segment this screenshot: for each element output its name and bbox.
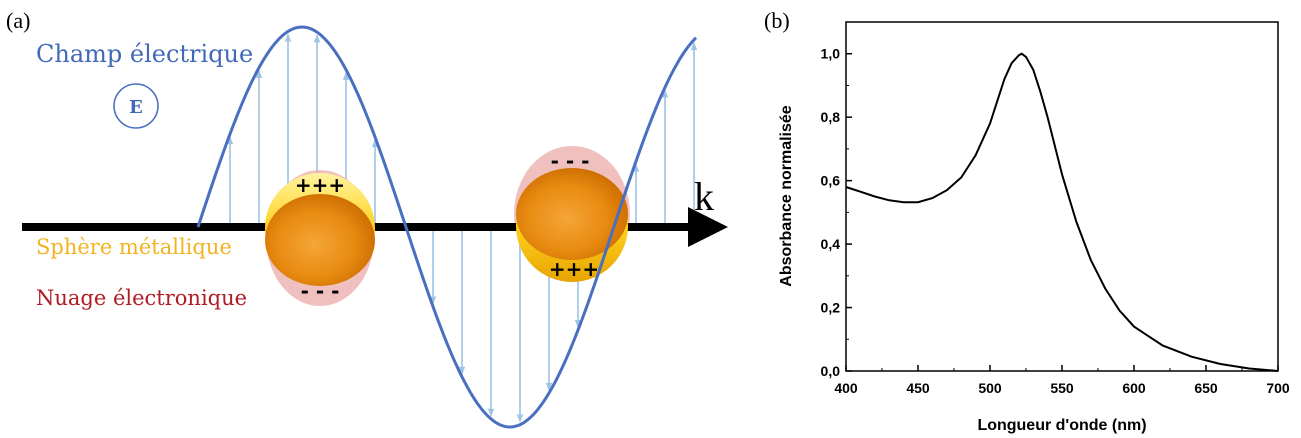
- y-tick-label: 0,4: [821, 236, 841, 252]
- x-axis-title: Longueur d'onde (nm): [977, 417, 1146, 434]
- panel-b-label: (b): [764, 8, 790, 33]
- wave-vector-label: k: [694, 174, 714, 219]
- y-tick-label: 0,2: [821, 300, 841, 316]
- y-tick-label: 0,6: [821, 173, 841, 189]
- x-tick-label: 400: [834, 380, 858, 396]
- y-tick-label: 0,0: [821, 363, 841, 379]
- charges-right-top: - - -: [551, 149, 590, 173]
- x-tick-label: 700: [1266, 380, 1290, 396]
- field-symbol-circle: [113, 83, 159, 129]
- y-axis-title: Absorbance normalisée: [778, 105, 795, 287]
- y-tick-label: 0,8: [821, 109, 841, 125]
- x-tick-label: 500: [978, 380, 1002, 396]
- panel-b: (b) 400 450 500 550 600 650 700 0,0 0,2 0,4 0,6 0,8…: [764, 8, 1290, 434]
- plot-frame: [845, 21, 1279, 372]
- panel-a: (a) +++ - - - - - - +++ Champ électrique…: [6, 8, 728, 429]
- charges-left-top: +++: [295, 173, 345, 197]
- sphere-label: Sphère métallique: [36, 235, 232, 259]
- charges-right-bottom: +++: [549, 257, 599, 281]
- metal-sphere-left: [265, 173, 375, 286]
- electric-field-wave: [196, 25, 698, 429]
- x-tick-label: 650: [1194, 380, 1218, 396]
- charges-left-bottom: - - -: [301, 279, 340, 303]
- x-tick-label: 600: [1122, 380, 1146, 396]
- absorbance-curve: [845, 52, 1279, 372]
- x-tick-label: 550: [1050, 380, 1074, 396]
- y-tick-label: 1,0: [821, 46, 841, 62]
- plot-ticks: 400 450 500 550 600 650 700 0,0 0,2 0,4 0,6 0,8 1,0: [821, 21, 1290, 396]
- electric-field-label: Champ électrique: [36, 40, 253, 68]
- field-symbol: E: [129, 97, 143, 118]
- metal-sphere-right: [516, 168, 628, 282]
- panel-a-label: (a): [6, 8, 30, 33]
- cloud-label: Nuage électronique: [36, 286, 247, 310]
- x-tick-label: 450: [906, 380, 930, 396]
